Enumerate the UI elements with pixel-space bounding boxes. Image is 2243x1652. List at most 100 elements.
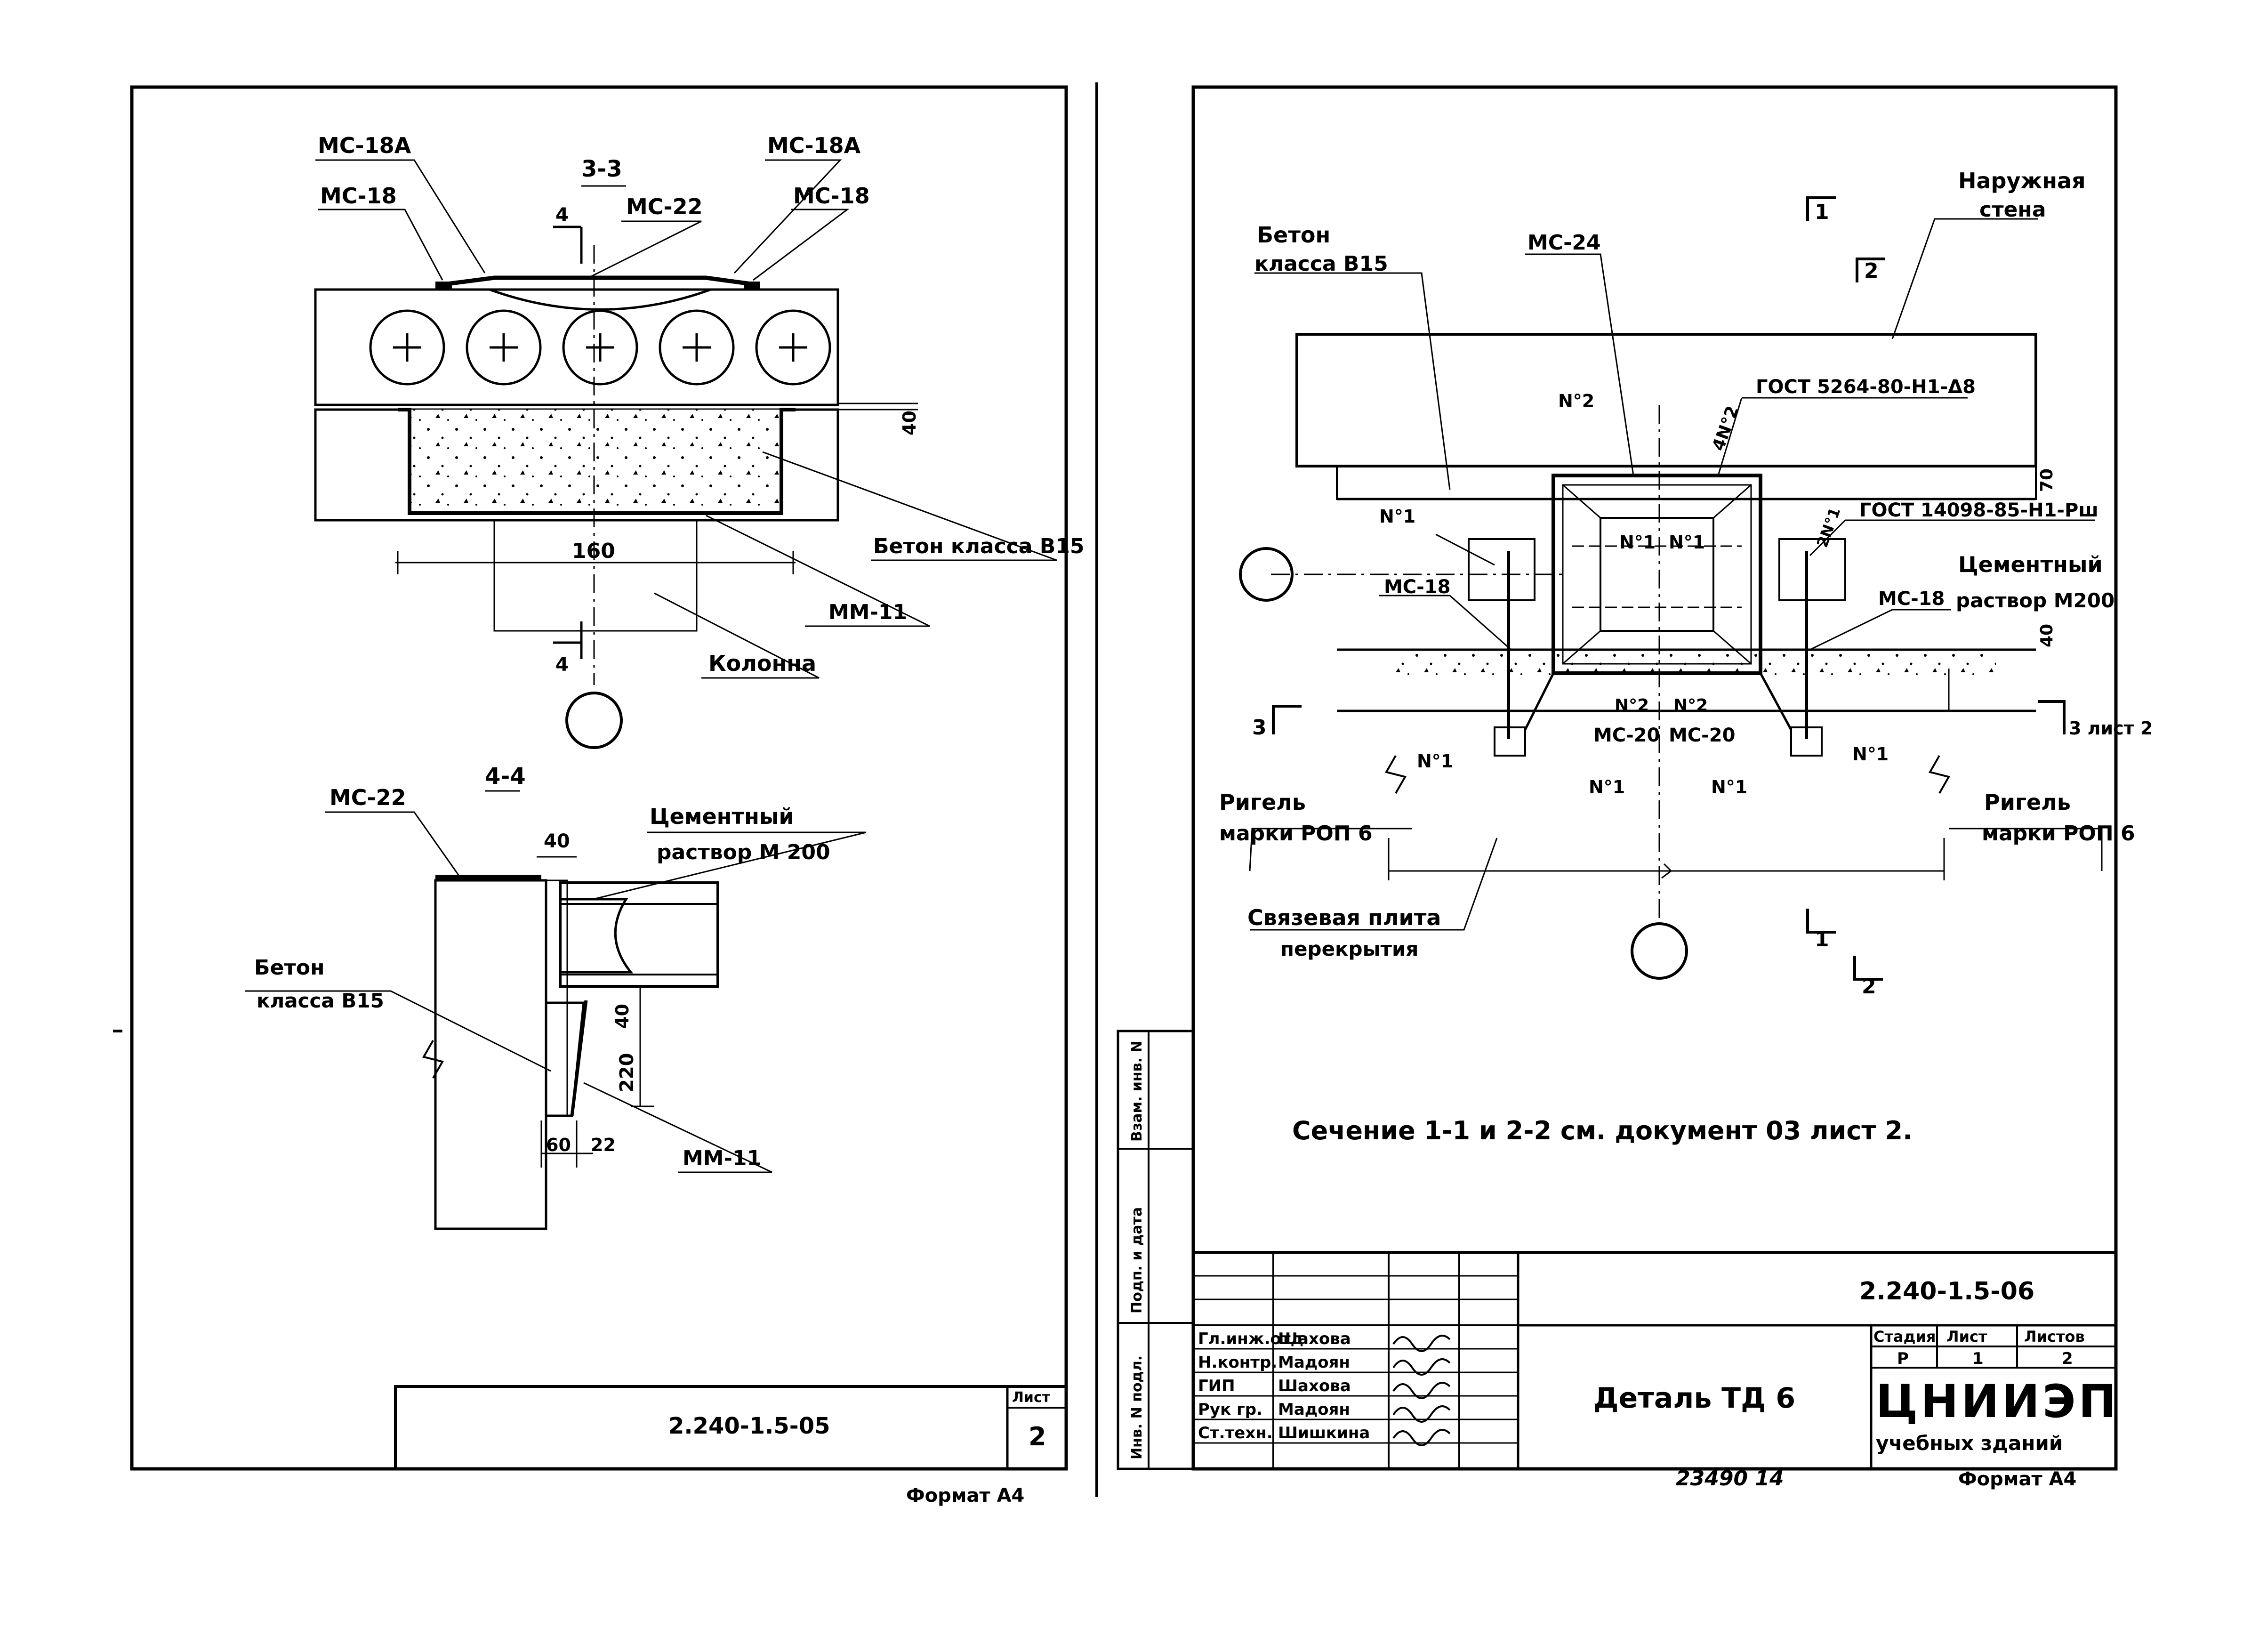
r-label-no1-left: N°1 (1379, 506, 1415, 527)
side-stamp (1117, 1030, 1195, 1470)
sig-role-3: ГИП (1198, 1377, 1235, 1395)
label-mm11-44: ММ-11 (683, 1146, 761, 1170)
r-cut-1-top: 1 (1815, 200, 1829, 224)
section-4-4-title: 4-4 (485, 763, 526, 790)
left-sheet-label: Лист (1012, 1389, 1051, 1406)
r-cut-2-bot: 2 (1862, 975, 1876, 999)
r-dim-70: 70 (2037, 468, 2057, 492)
r-label-outer-wall-line2: стена (1979, 198, 2046, 222)
sig-name-3: Шахова (1278, 1377, 1351, 1395)
dim-40-right: 40 (612, 1004, 633, 1029)
r-label-mc18-left: МС-18 (1384, 576, 1450, 598)
r-label-mortar-line2: раствор М200 (1956, 589, 2114, 612)
bottom-numbers: 23490 14 (1676, 1467, 1784, 1491)
r-label-mc20-b: МС-20 (1669, 725, 1735, 746)
axis-bubble-left (1239, 547, 1294, 602)
r-label-beam-left-1: Ригель (1219, 790, 1306, 815)
r-label-no1-center-b: N°1 (1669, 532, 1705, 553)
hollow-core (659, 309, 735, 386)
label-mc18a-right: МС-18А (767, 133, 861, 158)
label-column: Колонна (708, 651, 816, 676)
r-label-concrete-line2: класса В15 (1254, 252, 1388, 276)
dim-22: 22 (591, 1135, 616, 1155)
r-cut-1-bot: 1 (1815, 927, 1829, 951)
section-4-4: МС-22 4-4 40 Цементный раствор М 200 Бет… (245, 763, 867, 1230)
r-label-no1-bot-1: N°1 (1417, 751, 1453, 772)
stamp-vzam-inv: Взам. инв. N (1129, 1040, 1145, 1142)
label-mortar-line1: Цементный (650, 804, 794, 829)
r-label-no2-b: N°2 (1615, 696, 1649, 715)
left-title-block: 2.240-1.5-05 Лист 2 (394, 1385, 1068, 1470)
cut-mark-4-top: 4 (555, 204, 569, 226)
sig-role-5: Ст.техн. (1198, 1424, 1273, 1442)
axis-bubble-right (1631, 922, 1688, 980)
r-label-no2-a: N°2 (1558, 391, 1594, 411)
left-sheet-number: 2 (1029, 1422, 1046, 1451)
hollow-core (755, 309, 831, 386)
right-title: Деталь ТД 6 (1593, 1382, 1795, 1415)
r-label-mc18-right: МС-18 (1878, 588, 1945, 610)
r-label-mc24: МС-24 (1527, 231, 1601, 255)
r-label-2no1: 2N°1 (1813, 505, 1844, 550)
axis-bubble (565, 692, 623, 749)
r-cut-3: 3 (1252, 716, 1267, 740)
label-mortar-line2: раствор М 200 (657, 840, 830, 864)
right-format-label: Формат А4 (1958, 1468, 2076, 1490)
sig-name-5: Шишкина (1278, 1424, 1370, 1442)
right-doc-code: 2.240-1.5-06 (1859, 1277, 2034, 1305)
r-label-slab-line2: перекрытия (1280, 937, 1418, 960)
sig-name-2: Мадоян (1278, 1353, 1350, 1372)
r-cut-3-sheet: 3 лист 2 (2069, 718, 2153, 739)
label-concrete-b15: Бетон класса В15 (873, 534, 1085, 558)
column-section (434, 879, 547, 1230)
stamp-inv-podl: Инв. N подл. (1129, 1355, 1145, 1459)
r-label-outer-wall-line1: Наружная (1958, 168, 2086, 193)
left-format-label: Формат А4 (906, 1485, 1024, 1507)
sig-role-1: Гл.инж.отд (1198, 1330, 1303, 1348)
r-label-beam-right-1: Ригель (1984, 790, 2071, 815)
org-subtitle: учебных зданий (1876, 1432, 2063, 1455)
r-section-note: Сечение 1-1 и 2-2 см. документ 03 лист 2… (1292, 1116, 1913, 1145)
r-label-no2-c: N°2 (1673, 696, 1708, 715)
left-sheet: МС-18А МС-18 3-3 МС-22 МС-18А МС-18 4 4 … (113, 82, 1098, 1507)
r-label-no1-bot-2: N°1 (1589, 777, 1625, 798)
section-3-3-title: 3-3 (581, 156, 622, 182)
r-label-gost-2: ГОСТ 14098-85-Н1-Рш (1859, 500, 2098, 521)
sig-name-1: Шахова (1278, 1330, 1351, 1348)
label-mc22-44: МС-22 (330, 785, 406, 810)
label-concrete-line2: класса В15 (257, 989, 384, 1012)
left-doc-code: 2.240-1.5-05 (668, 1413, 830, 1439)
dim-160: 160 (572, 539, 615, 563)
sheets-header: Листов (2024, 1328, 2085, 1346)
dim-40: 40 (899, 411, 920, 435)
r-label-no1-bot-4: N°1 (1852, 744, 1889, 765)
org-name: ЦНИИЭП (1876, 1375, 2119, 1428)
r-label-beam-right-2: марки РОП 6 (1982, 822, 2135, 846)
slab-hollow-cores (369, 309, 831, 386)
stage-value: Р (1897, 1349, 1909, 1368)
left-sheet-frame (130, 85, 1068, 1471)
right-sheet: Инв. N подл. Подп. и дата Взам. инв. N (1117, 85, 2153, 1491)
label-mc18a-left: МС-18А (318, 133, 411, 158)
label-mc22: МС-22 (626, 194, 703, 219)
sig-name-4: Мадоян (1278, 1400, 1350, 1419)
dim-40-top: 40 (544, 830, 570, 852)
right-sheet-frame (1191, 85, 2118, 1471)
hollow-core-slab (314, 288, 839, 406)
r-label-no1-bot-3: N°1 (1711, 777, 1747, 798)
outer-wall (1295, 333, 2037, 467)
sheets-value: 2 (2062, 1349, 2073, 1368)
r-label-gost-1: ГОСТ 5264-80-Н1-Δ8 (1756, 376, 1976, 398)
r-label-mortar-line1: Цементный (1958, 552, 2103, 577)
concrete-layer (1336, 465, 2037, 500)
r-label-no1-center-a: N°1 (1619, 532, 1656, 553)
hollow-core (466, 309, 542, 386)
sig-role-2: Н.контр. (1198, 1353, 1277, 1372)
signature-scribbles (1392, 1335, 1451, 1446)
mc24-box (1552, 474, 1762, 675)
sheet-value: 1 (1972, 1349, 1984, 1368)
label-mc18-right: МС-18 (793, 183, 870, 209)
label-mc18-left: МС-18 (320, 183, 397, 209)
hollow-core (369, 309, 445, 386)
